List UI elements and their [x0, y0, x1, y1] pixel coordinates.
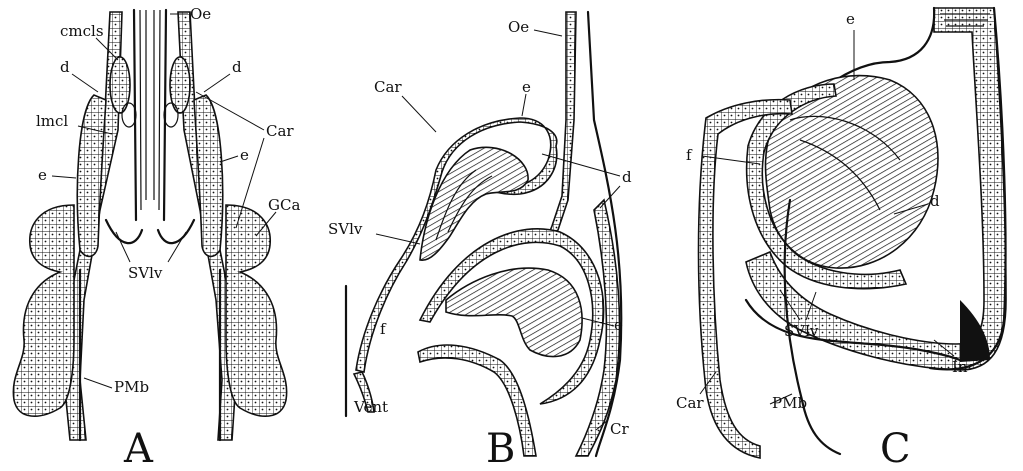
panel-a-label-d-right: d: [232, 58, 242, 76]
panel-c-label-pmb: PMb: [772, 394, 807, 412]
panel-a-label-d-left: d: [60, 58, 70, 76]
panel-c-label-e: e: [846, 10, 855, 28]
panel-a-e-left-leader: [52, 176, 76, 178]
panel-a-label-cmcls: cmcls: [60, 22, 104, 40]
panel-c-label-svlv: SVlv: [784, 322, 819, 340]
panel-a: Oe cmcls d d lmcl Car e e GCa SVlv PMb A: [13, 5, 300, 471]
panel-a-label-pmb: PMb: [114, 378, 149, 396]
panel-b-oe-leader: [534, 30, 562, 36]
panel-a-right-gastric-caecum: [226, 205, 287, 416]
panel-b-label-oe: Oe: [508, 18, 529, 36]
panel-b-ventriculus-wall: [418, 345, 536, 456]
panel-b-label-d: d: [622, 168, 632, 186]
panel-a-left-mucous-gland: [110, 57, 130, 113]
panel-a-left-cardia-fold: [77, 95, 106, 256]
panel-b-label-f: f: [380, 320, 387, 338]
panel-a-left-gastric-caecum: [13, 205, 74, 416]
panel-b: Oe e Car d SVlv f e Vent Cr B: [328, 12, 632, 471]
panel-a-pmb-leader: [84, 378, 112, 388]
panel-a-right-mucous-gland: [170, 57, 190, 113]
panel-c-label-f: f: [686, 146, 693, 164]
panel-b-oesophagus-wall: [548, 12, 576, 236]
panel-a-letter: A: [123, 426, 154, 471]
panel-a-peritrophic-membrane: [80, 270, 220, 440]
panel-b-car-leader: [402, 96, 436, 132]
panel-b-e-top-leader: [522, 94, 526, 116]
panel-c-label-car: Car: [676, 394, 704, 412]
panel-b-label-e-top: e: [522, 78, 531, 96]
panel-b-label-cr: Cr: [610, 420, 629, 438]
panel-a-label-e-left: e: [38, 166, 47, 184]
panel-b-lower-valve-flap: [446, 268, 582, 357]
panel-a-label-gca: GCa: [268, 196, 300, 214]
panel-c-label-d: d: [930, 192, 940, 210]
panel-a-label-lmcl: lmcl: [36, 112, 68, 130]
panel-b-label-svlv: SVlv: [328, 220, 363, 238]
panel-a-label-oe: Oe: [190, 5, 211, 23]
panel-a-label-e-right: e: [240, 146, 249, 164]
panel-c-label-in: In: [952, 358, 968, 376]
panel-a-oesophagus-walls: [134, 10, 166, 220]
panel-a-label-car: Car: [266, 122, 294, 140]
panel-a-right-cardia-fold: [194, 95, 223, 256]
panel-a-e-right-leader: [220, 156, 238, 162]
panel-c: e f d SVlv In Car PMb C: [676, 8, 1006, 471]
panel-b-label-vent: Vent: [353, 398, 388, 416]
panel-a-svlv-leader: [116, 232, 186, 262]
panel-b-label-car: Car: [374, 78, 402, 96]
panel-b-letter: B: [486, 426, 515, 471]
panel-a-label-svlv: SVlv: [128, 264, 163, 282]
panel-a-d-right-leader: [204, 74, 230, 92]
panel-a-d-left-leader: [72, 74, 98, 92]
panel-c-letter: C: [880, 426, 911, 471]
panel-a-oesophagus-lumen: [140, 10, 160, 210]
panel-b-label-e-bottom: e: [614, 316, 623, 334]
